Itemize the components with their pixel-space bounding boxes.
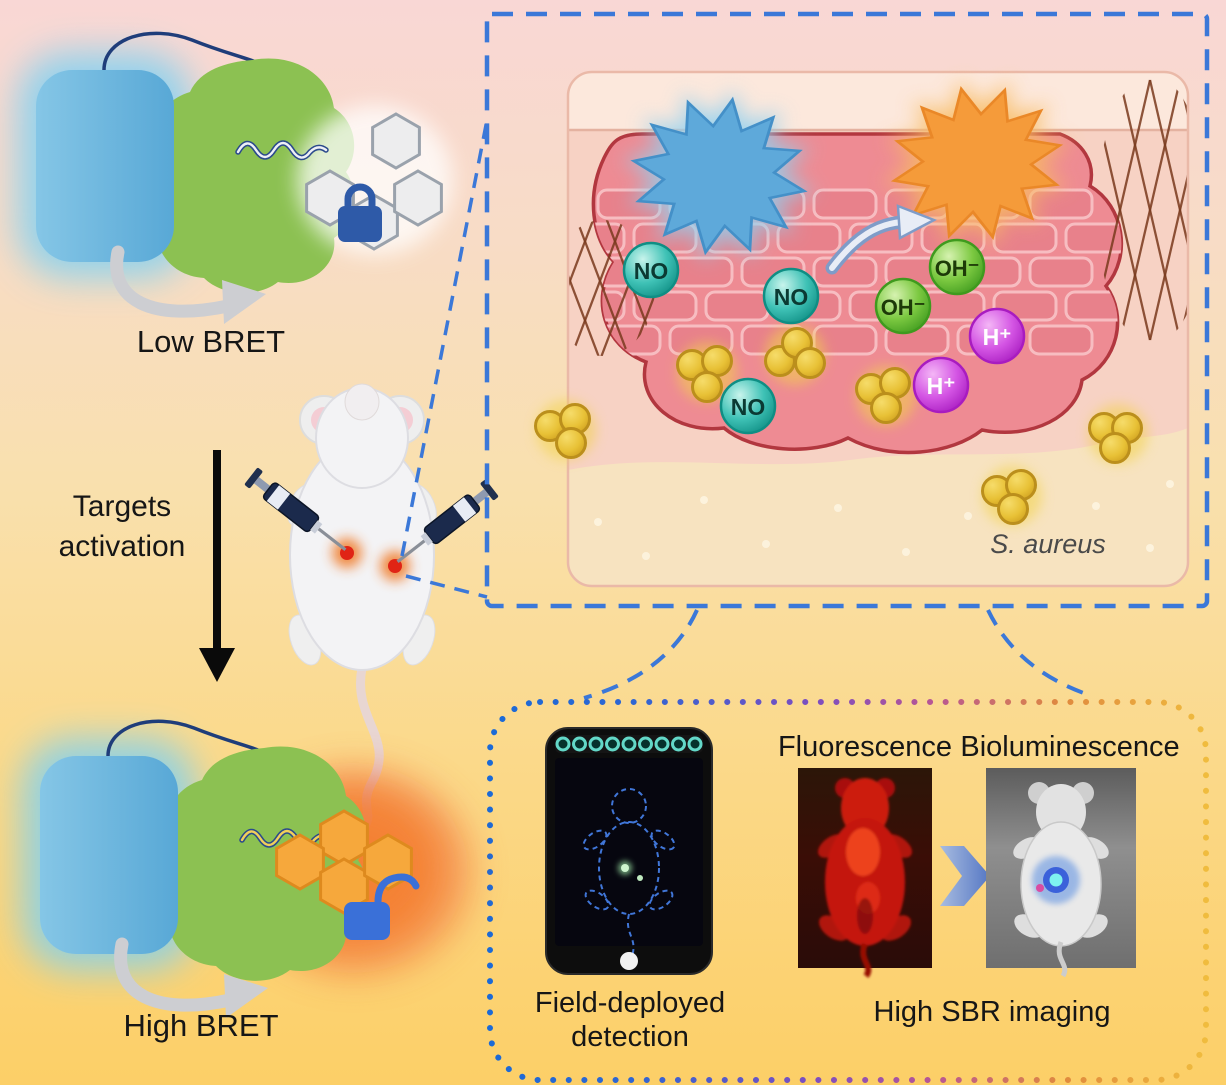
bacteria-cluster: [981, 466, 1042, 526]
connector-curve-left: [583, 609, 699, 700]
signal-dot: [621, 864, 629, 872]
ion-no: NO: [762, 267, 820, 325]
lock-open-icon: [344, 873, 420, 940]
ion-label: H⁺: [927, 373, 956, 399]
signal-dot: [637, 875, 643, 881]
bioluminescence-image: [986, 768, 1136, 978]
skin-block-border: [566, 70, 1190, 588]
ion-label: NO: [634, 258, 669, 284]
s-aureus-label: S. aureus: [990, 529, 1106, 559]
smartphone-icon: [545, 727, 713, 975]
blue-protein: [36, 70, 174, 262]
biolum-signal-core: [1049, 873, 1063, 887]
home-button: [620, 952, 638, 970]
fluorescence-image: [798, 768, 932, 978]
hexagon-icon: [275, 833, 325, 891]
ion-oh: OH⁻: [928, 238, 986, 296]
linker-curve: [106, 719, 259, 757]
fluorescence-label: Fluorescence: [778, 731, 952, 763]
ion-no: NO: [719, 377, 777, 435]
activation-label-line1: Targets: [73, 490, 171, 523]
phone-mouse-outline: [582, 788, 676, 957]
ion-label: H⁺: [983, 324, 1012, 350]
chevron-right-icon: [940, 846, 990, 906]
lock-closed-icon: [338, 183, 382, 242]
ion-no: NO: [622, 241, 680, 299]
ion-label: OH⁻: [935, 256, 980, 281]
hexagon-icon: [319, 809, 369, 867]
tissue-inset-border: [484, 11, 1210, 609]
phone-screen: [555, 758, 703, 946]
reaction-arrow: [825, 204, 938, 275]
bioluminescence-label: Bioluminescence: [960, 731, 1179, 763]
ion-h: H⁺: [968, 307, 1026, 365]
mouse-snout: [344, 383, 380, 421]
peptide-squiggle: [239, 828, 333, 849]
activation-label-line2: activation: [59, 530, 186, 563]
hexagon-icon: [393, 169, 443, 227]
low-bret-label: Low BRET: [137, 324, 285, 359]
field-detection-label-line2: detection: [571, 1021, 689, 1053]
blue-protein: [40, 756, 178, 954]
bacteria-cluster: [855, 366, 916, 426]
ion-oh: OH⁻: [874, 277, 932, 335]
high-sbr-label: High SBR imaging: [874, 996, 1111, 1028]
field-detection-label-line1: Field-deployed: [535, 987, 725, 1019]
linker-curve: [102, 31, 257, 71]
bacteria-cluster: [676, 342, 737, 403]
peptide-squiggle: [235, 140, 329, 161]
ion-label: OH⁻: [881, 295, 926, 320]
biolum-signal-edge: [1036, 884, 1044, 892]
bret-arrow: [110, 245, 266, 324]
grayscale-mouse: [1013, 782, 1109, 978]
ion-h: H⁺: [912, 356, 970, 414]
bacteria-cluster: [534, 400, 596, 460]
detection-box-border: [487, 699, 1209, 1083]
hexagon-icon: [371, 112, 421, 170]
skin-top-face: [568, 72, 1188, 130]
mouse-illustration: [243, 383, 500, 829]
down-arrow-icon: [199, 450, 235, 682]
fluorescent-mouse: [817, 778, 913, 978]
low-bret-complex: [18, 31, 453, 324]
zoom-line: [405, 574, 488, 599]
bret-arrow: [114, 937, 268, 1018]
bacteria-cluster: [1088, 404, 1148, 464]
connector-curve-right: [986, 609, 1093, 698]
ion-label: NO: [731, 394, 766, 420]
fat-dots: [594, 480, 1174, 560]
high-bret-complex: [22, 719, 473, 1018]
skin-cross-section: NO NO NO OH⁻ OH⁻ H⁺ H⁺ S. aureus: [534, 58, 1190, 588]
bacteria-cluster: [764, 325, 826, 385]
ion-label: NO: [774, 284, 809, 310]
phone-led-dots: [555, 736, 703, 752]
high-bret-label: High BRET: [123, 1008, 278, 1043]
